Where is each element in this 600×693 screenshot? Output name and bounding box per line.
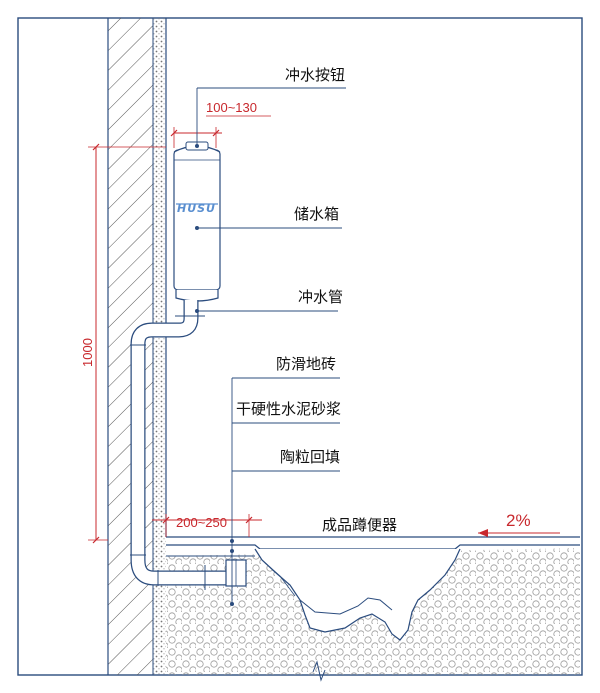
callout-flush-pipe: 冲水管: [195, 288, 343, 313]
dim-toilet-offset: 200~250: [176, 515, 227, 530]
dim-button-offset: 100~130: [206, 100, 257, 115]
label-squat-toilet: 成品蹲便器: [322, 516, 397, 534]
water-tank-body: [173, 149, 221, 291]
callout-flush-button: 冲水按钮: [195, 66, 346, 148]
callout-water-tank: 储水箱: [195, 205, 342, 230]
label-ceramsite-backfill: 陶粒回填: [280, 448, 340, 466]
label-dry-cement-mortar: 干硬性水泥砂浆: [236, 400, 341, 418]
label-flush-pipe: 冲水管: [298, 288, 343, 306]
dim-floor-slope: 2%: [506, 511, 531, 530]
break-mark: [312, 660, 326, 682]
brand-logo: HUSU: [177, 202, 216, 215]
label-flush-button: 冲水按钮: [285, 66, 345, 84]
label-anti-slip-tile: 防滑地砖: [276, 355, 336, 373]
label-water-tank: 储水箱: [294, 205, 339, 223]
squat-toilet-body: [254, 548, 461, 641]
plaster-layer: [153, 18, 166, 675]
dim-tank-height: 1000: [80, 338, 95, 367]
callout-floor-layers: 防滑地砖 干硬性水泥砂浆 陶粒回填: [230, 355, 341, 606]
